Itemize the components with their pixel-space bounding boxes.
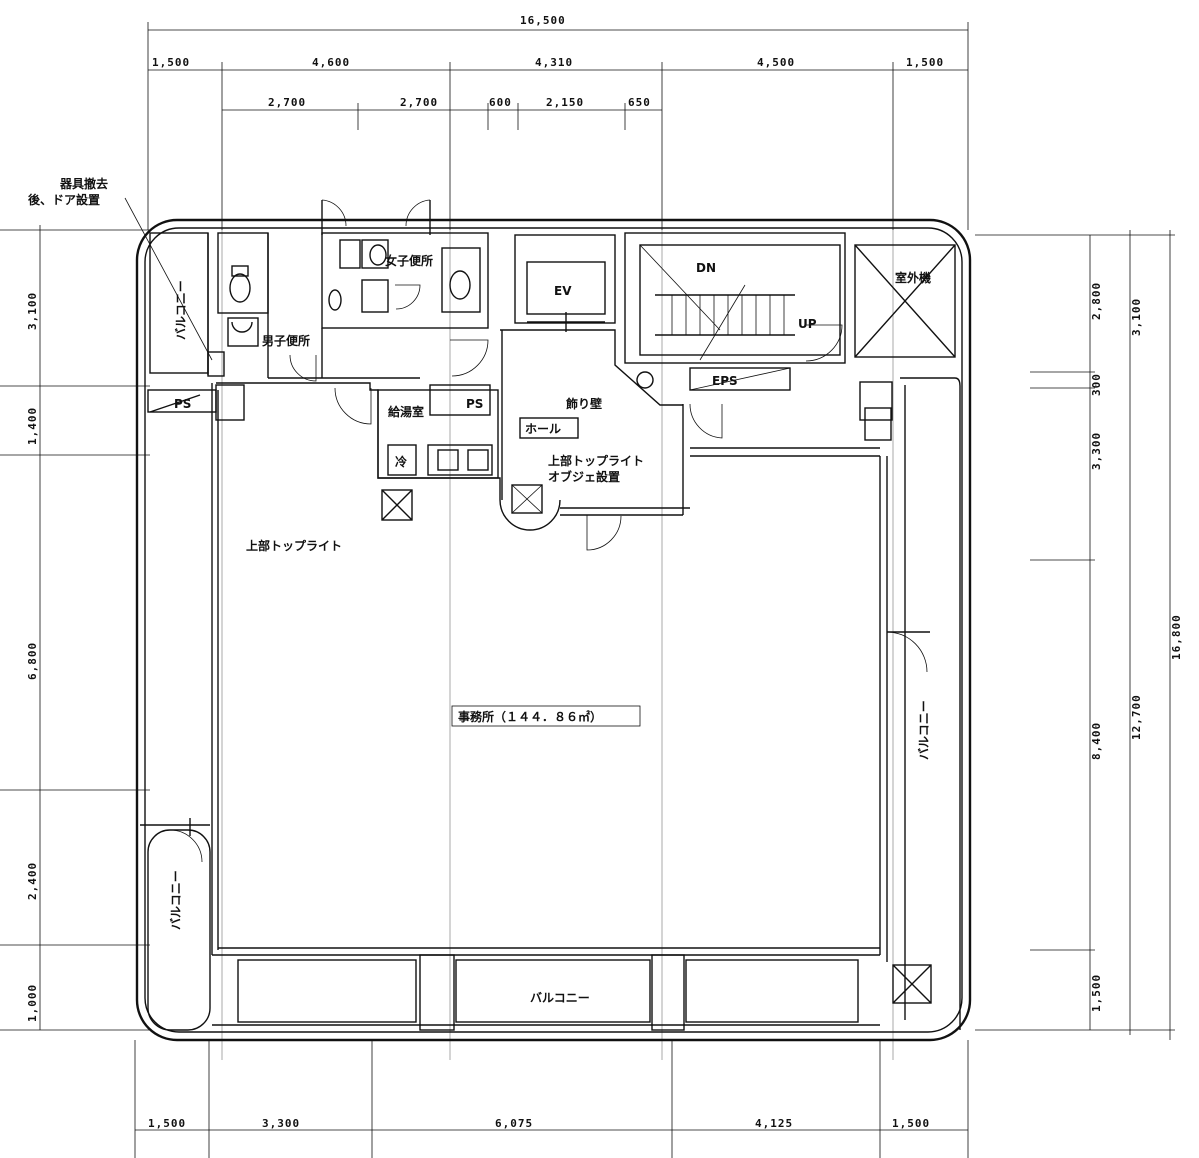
dim-top-overall: 16,500: [520, 14, 566, 27]
label-decor-wall: 飾り壁: [566, 396, 602, 411]
left-balcony-lower: [140, 818, 211, 1031]
dim-bottom-2: 3,300: [262, 1117, 300, 1130]
label-up: UP: [798, 317, 817, 331]
dimension-texts: 16,500 1,500 4,600 4,310 4,500 1,500 2,7…: [26, 14, 1183, 1130]
dim-right-inner-3: 3,300: [1090, 432, 1103, 470]
label-eps: EPS: [712, 374, 738, 388]
kitchenette: [334, 384, 499, 479]
label-ev: EV: [554, 284, 572, 298]
dim-left-5: 1,000: [26, 984, 39, 1022]
outdoor-unit: [854, 244, 956, 358]
label-balcony-bottom: バルコニー: [530, 991, 590, 1005]
bottom-balconies: [212, 954, 880, 1031]
dim-top-2: 4,600: [312, 56, 350, 69]
label-dn: DN: [696, 261, 716, 275]
dim-top2-5: 650: [628, 96, 651, 109]
note-leader: [124, 197, 213, 361]
dim-right-mid-1: 3,100: [1130, 298, 1143, 336]
dim-top2-1: 2,700: [268, 96, 306, 109]
left-ps: [147, 384, 245, 421]
dim-left-2: 1,400: [26, 407, 39, 445]
note-door-install-1: 器具撤去: [59, 176, 108, 191]
dim-right-mid-2: 12,700: [1130, 694, 1143, 740]
toilet-block: [217, 199, 489, 382]
label-outdoor-unit: 室外機: [895, 270, 931, 285]
dim-right-inner-1: 2,800: [1090, 282, 1103, 320]
dim-left-3: 6,800: [26, 642, 39, 680]
building-outline: [135, 218, 972, 1042]
label-womens-toilet: 女子便所: [385, 253, 433, 268]
dim-top2-4: 2,150: [546, 96, 584, 109]
hall: [499, 329, 683, 531]
dim-right-inner-4: 8,400: [1090, 722, 1103, 760]
dim-left-1: 3,100: [26, 292, 39, 330]
office-door[interactable]: [586, 515, 622, 551]
left-balcony-upper: [149, 232, 225, 377]
label-balcony-left: バルコニー: [174, 280, 188, 340]
dim-right-inner-2: 300: [1090, 373, 1103, 396]
dim-right-inner-5: 1,500: [1090, 974, 1103, 1012]
office-label-box: [451, 705, 641, 727]
dim-top-3: 4,310: [535, 56, 573, 69]
dim-top-4: 4,500: [757, 56, 795, 69]
dim-bottom-3: 6,075: [495, 1117, 533, 1130]
office-walls: [211, 382, 888, 962]
dim-left-4: 2,400: [26, 862, 39, 900]
toplight-box: [381, 489, 413, 521]
label-balcony-lower-left: バルコニー: [169, 870, 183, 930]
label-office: 事務所（１４４．８６㎡）: [458, 709, 602, 724]
dim-top-1: 1,500: [152, 56, 190, 69]
label-mens-toilet: 男子便所: [262, 333, 310, 348]
label-cold: 冷: [395, 454, 407, 469]
right-balcony: [859, 377, 961, 1030]
label-toplight-objet-1: 上部トップライト: [548, 453, 644, 468]
dim-right-outer-1: 16,800: [1170, 614, 1183, 660]
label-kitchenette: 給湯室: [388, 404, 424, 419]
dim-top2-3: 600: [489, 96, 512, 109]
label-toplight: 上部トップライト: [246, 538, 342, 553]
label-balcony-right: バルコニー: [917, 700, 931, 760]
stair: [624, 232, 846, 364]
label-ps-left: PS: [174, 397, 191, 411]
label-toplight-objet-2: オブジェ設置: [548, 469, 620, 484]
dimension-lines: [0, 22, 1175, 1158]
dim-top-5: 1,500: [906, 56, 944, 69]
eps: [689, 367, 791, 439]
dim-bottom-5: 1,500: [892, 1117, 930, 1130]
label-hall: ホール: [525, 422, 561, 436]
label-ps-2: PS: [466, 397, 483, 411]
dim-bottom-1: 1,500: [148, 1117, 186, 1130]
note-door-install-2: 後、ドア設置: [28, 192, 100, 207]
elevator-shaft: [514, 234, 616, 332]
dim-top2-2: 2,700: [400, 96, 438, 109]
dim-bottom-4: 4,125: [755, 1117, 793, 1130]
